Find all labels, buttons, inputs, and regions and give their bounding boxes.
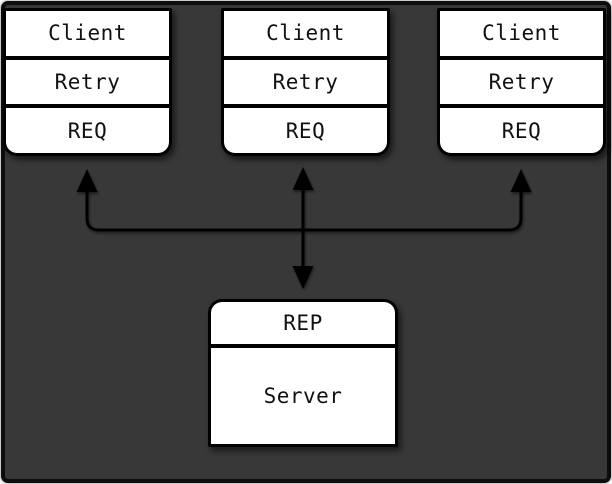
client-req-socket: REQ — [440, 108, 603, 154]
client-req-socket: REQ — [224, 108, 387, 154]
server-rep-socket: REP — [211, 302, 395, 344]
server-title: Server — [211, 348, 395, 444]
client-node-3: Client Retry REQ — [437, 8, 606, 156]
client-retry-layer: Retry — [6, 59, 169, 105]
client-title: Client — [224, 11, 387, 56]
client-req-socket: REQ — [6, 108, 169, 154]
client-retry-layer: Retry — [440, 59, 603, 105]
client-title: Client — [440, 11, 603, 56]
client-title: Client — [6, 11, 169, 56]
client-node-1: Client Retry REQ — [3, 8, 172, 156]
client-node-2: Client Retry REQ — [221, 8, 390, 156]
client-retry-layer: Retry — [224, 59, 387, 105]
server-node: REP Server — [208, 299, 398, 447]
